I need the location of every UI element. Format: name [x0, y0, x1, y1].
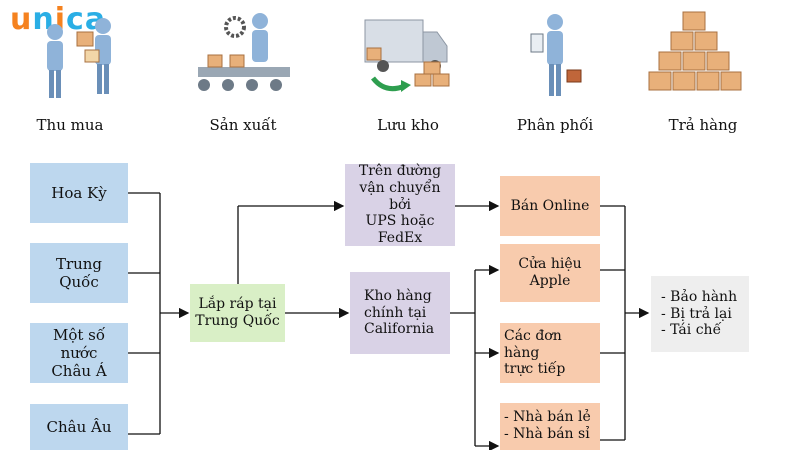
transit-box: Trên đường vận chuyển bởi UPS hoặc FedEx	[345, 163, 455, 246]
stage-label-returns: Trả hàng	[668, 116, 738, 134]
stage-label-manufacturing: Sản xuất	[209, 116, 277, 134]
stage-label-purchasing: Thu mua	[36, 116, 104, 134]
channel-box-online: Bán Online	[500, 176, 600, 236]
channel-box-retail-wholesale: - Nhà bán lẻ - Nhà bán sỉ	[500, 403, 600, 450]
warehouse-box: Kho hàng chính tại California	[350, 272, 450, 354]
channel-box-direct-orders: Các đơn hàng trực tiếp	[500, 323, 600, 383]
warehouse-truck-icon	[364, 19, 450, 92]
purchasing-icon	[47, 18, 111, 98]
manufacturing-icon	[198, 13, 290, 91]
distribution-icon	[530, 14, 582, 96]
source-box-asia: Một số nước Châu Á	[30, 323, 128, 383]
source-box-china: Trung Quốc	[30, 243, 128, 303]
stage-label-warehousing: Lưu kho	[377, 116, 439, 134]
stage-label-distribution: Phân phối	[516, 116, 594, 134]
source-box-usa: Hoa Kỳ	[30, 163, 128, 223]
channel-box-apple-store: Cửa hiệu Apple	[500, 244, 600, 302]
source-box-europe: Châu Âu	[30, 404, 128, 450]
assembly-box: Lắp ráp tại Trung Quốc	[190, 284, 285, 342]
returns-boxes-icon	[648, 11, 742, 91]
returns-box: - Bảo hành - Bị trả lại - Tái chế	[651, 276, 749, 352]
